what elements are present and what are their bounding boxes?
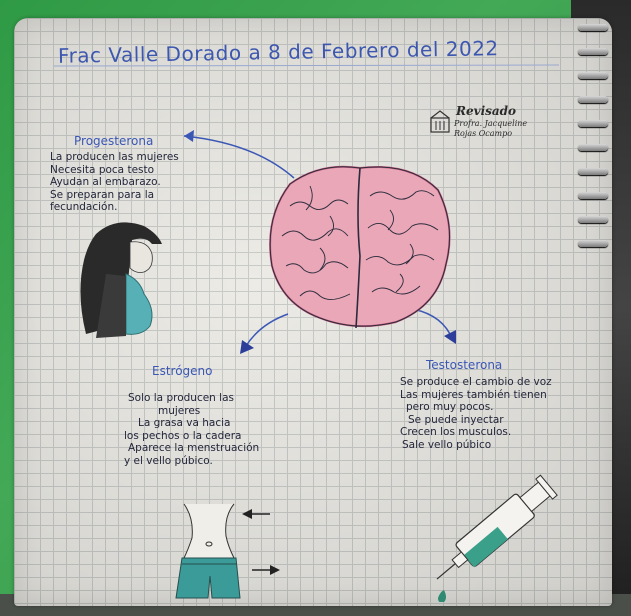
estrogeno-line: y el vello púbico.: [124, 454, 213, 467]
revisado-stamp: Revisado Profra. Jacqueline Rojas Ocampo: [424, 104, 554, 144]
stamp-line-2: Rojas Ocampo: [454, 129, 513, 138]
testosterona-line: pero muy pocos.: [406, 401, 494, 413]
spiral-ring: [578, 96, 608, 103]
stamp-line-1: Profra. Jacqueline: [454, 119, 528, 128]
estrogeno-line: los pechos o la cadera: [124, 429, 242, 442]
testosterona-line: Sale vello púbico: [402, 438, 492, 451]
brain-drawing: [269, 165, 451, 329]
estrogeno-line: La grasa va hacia: [138, 417, 231, 429]
estrogeno-line: Solo la producen las: [128, 392, 234, 404]
spiral-ring: [578, 24, 608, 31]
spiral-ring: [578, 72, 608, 79]
syringe-drawing: [436, 474, 558, 602]
spiral-ring: [578, 48, 608, 55]
stamp-word: Revisado: [456, 104, 517, 118]
testosterona-line: Las mujeres también tienen: [400, 388, 547, 401]
stamp-icon: [430, 110, 450, 133]
testosterona-line: Se produce el cambio de voz: [400, 376, 552, 388]
progesterona-line: La producen las mujeres: [50, 151, 179, 163]
spiral-ring: [578, 120, 608, 127]
progesterona-text: La producen las mujeres Necesita poca te…: [50, 151, 179, 214]
progesterona-line: Se preparan para la: [50, 188, 155, 201]
spiral-ring: [578, 168, 608, 175]
progesterona-line: Ayudan al embarazo.: [50, 176, 161, 188]
progesterona-heading: Progesterona: [74, 134, 154, 148]
estrogeno-text: Solo la producen las mujeres La grasa va…: [110, 392, 259, 467]
testosterona-line: Crecen los musculos.: [400, 426, 512, 438]
spiral-ring: [578, 240, 608, 247]
spiral-ring: [578, 144, 608, 151]
estrogeno-heading: Estrógeno: [152, 364, 213, 378]
testosterona-heading: Testosterona: [426, 358, 503, 372]
estrogeno-line: mujeres: [158, 404, 201, 417]
testosterona-text: Se produce el cambio de voz Las mujeres …: [400, 376, 552, 451]
spiral-ring: [578, 216, 608, 223]
spiral-ring: [578, 192, 608, 199]
progesterona-line: fecundación.: [50, 201, 118, 213]
pregnant-woman-drawing: [80, 222, 162, 338]
title-underline: [54, 64, 560, 67]
progesterona-line: Necesita poca testo: [50, 163, 155, 176]
notebook-page: Frac Valle Dorado a 8 de Febrero del 202…: [14, 18, 612, 606]
arrow-to-estrogeno: [240, 313, 289, 354]
arrow-to-progesterona: [183, 130, 295, 179]
testosterona-line: Se puede inyectar: [408, 413, 504, 426]
estrogeno-line: Aparece la menstruación: [128, 442, 260, 454]
torso-drawing: [175, 503, 280, 599]
